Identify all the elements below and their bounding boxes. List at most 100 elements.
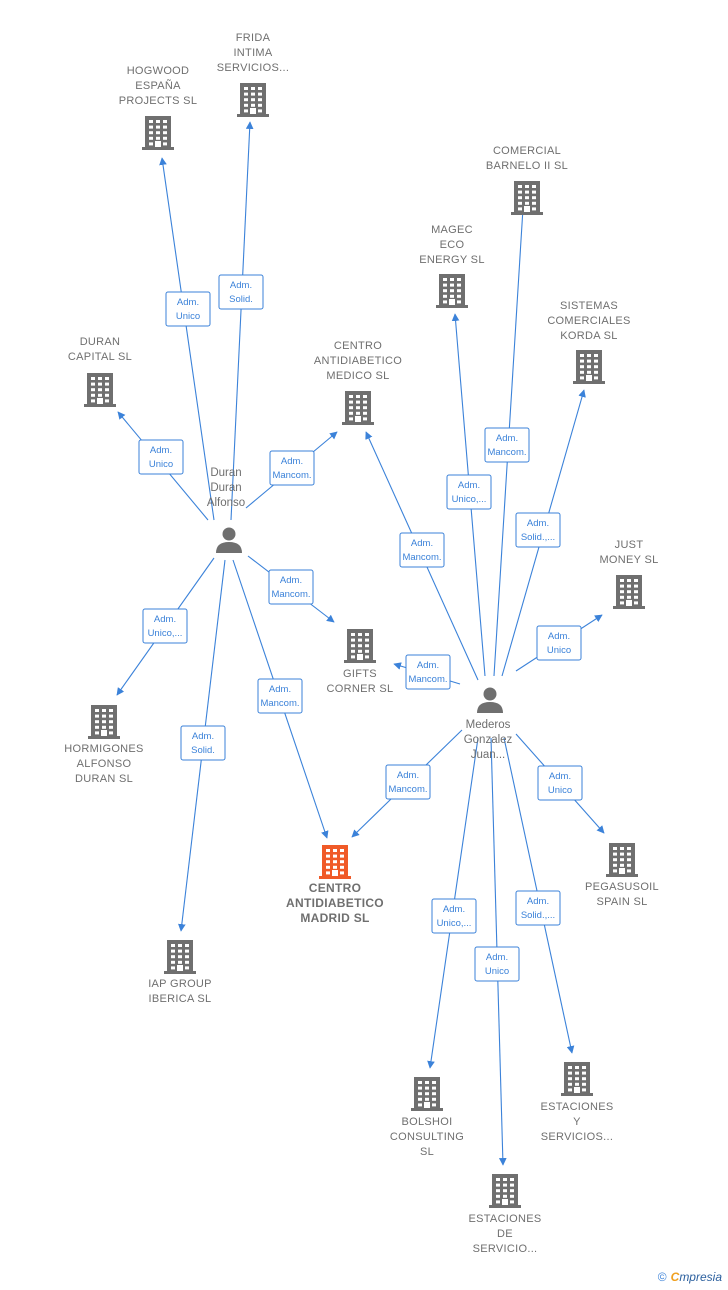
company-name-line: GIFTS (343, 668, 377, 680)
building-icon (489, 1174, 521, 1208)
edge-label-duran-to-gifts[interactable]: Adm. Mancom. (268, 569, 314, 605)
edge-label-line: Unico,... (148, 628, 183, 639)
edge-label-line: Unico (548, 785, 572, 796)
company-name-line: JUST (615, 539, 644, 551)
building-icon (411, 1077, 443, 1111)
building-icon (164, 940, 196, 974)
company-name-line: ALFONSO (77, 758, 132, 770)
company-name-line: Y (573, 1116, 581, 1128)
edge-label-mederos-to-estaciones_de[interactable]: Adm.Unico (474, 946, 520, 982)
company-node-hogwood[interactable]: HOGWOOD ESPAÑA PROJECTS SL (119, 65, 198, 150)
company-node-estaciones_de[interactable]: ESTACIONESDESERVICIO... (468, 1174, 541, 1255)
edge-label-duran-to-centro_medico[interactable]: Adm.Mancom. (269, 450, 315, 486)
edge-label-line: Mancom. (487, 447, 526, 458)
company-node-gifts[interactable]: GIFTS CORNER SL (327, 629, 394, 695)
empresia-brand[interactable]: ©Cmpresia (658, 1270, 722, 1284)
edge-label-mederos-to-comercial_barnelo[interactable]: Adm.Mancom. (484, 427, 530, 463)
company-name-line: COMERCIAL (493, 145, 561, 157)
edge-label-mederos-to-pegasusoil[interactable]: Adm.Unico (537, 765, 583, 801)
edge-label-mederos-to-estaciones_y[interactable]: Adm.Solid.,... (515, 890, 561, 926)
edge-label-line: Adm. (230, 280, 252, 291)
edge-label-mederos-to-bolshoi[interactable]: Adm.Unico,... (431, 898, 477, 934)
edge-label-mederos-to-centro_medico[interactable]: Adm.Mancom. (399, 532, 445, 568)
building-icon (436, 274, 468, 308)
company-node-estaciones_y[interactable]: ESTACIONESYSERVICIOS... (540, 1062, 613, 1143)
edge-label-mederos-to-magec[interactable]: Adm.Unico,... (446, 474, 492, 510)
edge-label-duran-to-duran_capital[interactable]: Adm.Unico (138, 439, 184, 475)
person-name-line: Mederos (466, 719, 511, 731)
company-name-line: SL (420, 1146, 434, 1158)
company-name-line: INTIMA (233, 47, 272, 59)
edge-duran-to-hogwood (159, 157, 215, 521)
edge-label-line: Mancom. (402, 552, 441, 563)
person-name-line: Juan... (471, 749, 506, 761)
edge-label-duran-to-frida[interactable]: Adm. Solid. (218, 274, 264, 310)
edge-label-duran-to-centro_madrid[interactable]: Adm. Mancom. (257, 678, 303, 714)
company-name-line: PROJECTS SL (119, 95, 198, 107)
company-name-line: HOGWOOD (127, 65, 190, 77)
edge-label-line: Unico (547, 645, 571, 656)
edge-label-mederos-to-sistemas[interactable]: Adm.Solid.,... (515, 512, 561, 548)
company-name-line: ESPAÑA (135, 79, 181, 92)
edge-label-line: Mancom. (271, 589, 310, 600)
edge-duran-to-frida (230, 121, 254, 521)
building-icon (561, 1062, 593, 1096)
copyright-icon: © (657, 1270, 667, 1284)
company-name-line: ESTACIONES (468, 1213, 541, 1225)
building-icon (606, 843, 638, 877)
building-icon (319, 845, 351, 879)
edge-label-line: Adm. (269, 684, 291, 695)
edge-label-mederos-to-just_money[interactable]: Adm.Unico (536, 625, 582, 661)
company-name-line: MADRID SL (300, 911, 369, 925)
company-name-line: SERVICIO... (473, 1243, 538, 1255)
person-name-line: Gonzalez (464, 734, 513, 746)
company-name-line: MAGEC (431, 224, 473, 236)
edge-label-duran-to-hormigones[interactable]: Adm.Unico,... (142, 608, 188, 644)
edge-label-line: Adm. (486, 952, 508, 963)
edge-label-mederos-to-gifts[interactable]: Adm.Mancom. (405, 654, 451, 690)
company-name-line: DURAN SL (75, 773, 133, 785)
edge-label-line: Adm. (177, 297, 199, 308)
person-name-line: Duran (210, 482, 241, 494)
company-node-frida[interactable]: FRIDAINTIMASERVICIOS... (217, 32, 289, 117)
company-name-line: ECO (440, 239, 465, 251)
edge-label-line: Adm. (280, 575, 302, 586)
company-name-line: KORDA SL (560, 330, 617, 342)
edge-label-duran-to-iap[interactable]: Adm.Solid. (180, 725, 226, 761)
edge-label-line: Adm. (458, 480, 480, 491)
person-icon (477, 687, 503, 713)
company-name-line: IBERICA SL (149, 993, 212, 1005)
person-node-mederos[interactable]: MederosGonzalezJuan... (464, 687, 513, 762)
company-name-line: DURAN (80, 336, 121, 348)
company-name-line: CORNER SL (327, 683, 394, 695)
company-name-line: SERVICIOS... (217, 62, 289, 74)
edge-label-line: Adm. (417, 660, 439, 671)
building-icon (344, 629, 376, 663)
building-icon (573, 350, 605, 384)
edge-label-line: Adm. (397, 770, 419, 781)
edge-label-line: Solid. (229, 294, 253, 305)
company-name-line: CENTRO (334, 340, 382, 352)
edge-label-duran-to-hogwood[interactable]: Adm. Unico (165, 291, 211, 327)
edge-label-line: Unico (176, 311, 200, 322)
company-name-line: MEDICO SL (326, 370, 389, 382)
edge-label-mederos-to-centro_madrid[interactable]: Adm.Mancom. (385, 764, 431, 800)
building-icon (142, 116, 174, 150)
edge-label-line: Mancom. (260, 698, 299, 709)
person-name-line: Duran (210, 467, 241, 479)
company-name-line: CENTRO (309, 881, 361, 895)
company-name-line: SPAIN SL (596, 896, 647, 908)
